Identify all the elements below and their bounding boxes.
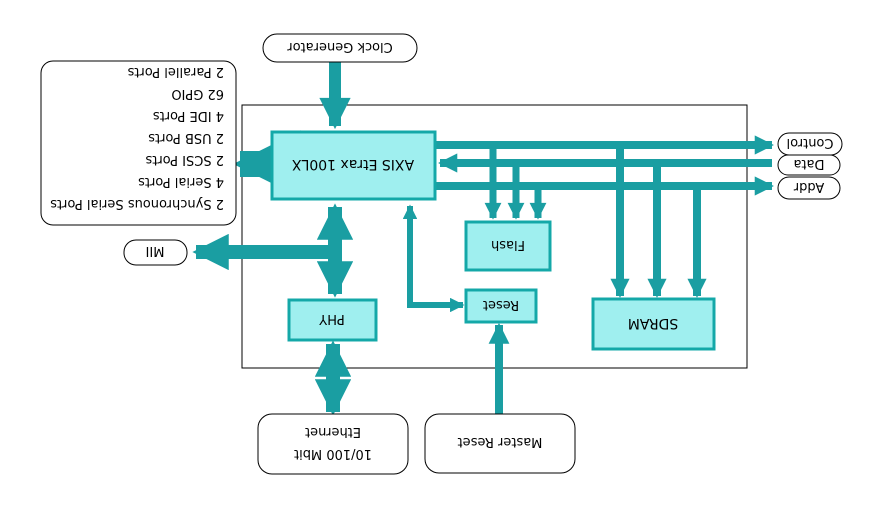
cpu-block: AXIS Etrax 100LX <box>270 130 437 201</box>
control-label: Control <box>787 135 834 150</box>
clock-generator-box: Clock Generator <box>262 33 418 63</box>
io-item: 2 SCSI Ports <box>145 152 224 167</box>
addr-label: Addr <box>793 179 824 194</box>
reset-block: Reset <box>464 288 538 324</box>
ethernet-line1: Ethernet <box>305 424 361 439</box>
buses <box>192 60 774 416</box>
master-reset-box: Master Reset <box>424 413 576 474</box>
flash-block: Flash <box>464 220 552 272</box>
io-item: 2 Parallel Ports <box>127 64 224 79</box>
ethernet-box: 10/100 Mbit Ethernet <box>257 413 409 475</box>
addr-box: Addr <box>777 176 841 200</box>
board-outline <box>241 104 748 369</box>
flash-label: Flash <box>491 237 525 252</box>
phy-label: PHY <box>319 311 345 326</box>
reset-label: Reset <box>483 297 519 312</box>
master-reset-label: Master Reset <box>458 434 543 449</box>
cpu-reset-bus <box>402 204 465 313</box>
io-item: 2 USB Ports <box>148 130 224 145</box>
data-label: Data <box>793 156 824 171</box>
ethernet-line2: 10/100 Mbit <box>294 446 372 461</box>
phy-block: PHY <box>287 298 378 342</box>
io-list-box: 2 Synchronous Serial Ports 4 Serial Port… <box>40 60 237 226</box>
sdram-label: SDRAM <box>628 315 678 331</box>
mii-box: MII <box>123 239 188 266</box>
cpu-label: AXIS Etrax 100LX <box>292 156 415 172</box>
data-box: Data <box>777 154 841 176</box>
control-box: Control <box>777 132 843 156</box>
sdram-block: SDRAM <box>591 297 716 351</box>
mii-label: MII <box>146 243 165 258</box>
io-item: 62 GPIO <box>171 86 224 101</box>
clock-generator-label: Clock Generator <box>287 39 393 54</box>
io-item: 4 IDE Ports <box>153 108 224 123</box>
io-item: 4 Serial Ports <box>138 174 224 189</box>
io-item: 2 Synchronous Serial Ports <box>50 196 224 211</box>
io-list: 2 Synchronous Serial Ports 4 Serial Port… <box>50 64 224 211</box>
